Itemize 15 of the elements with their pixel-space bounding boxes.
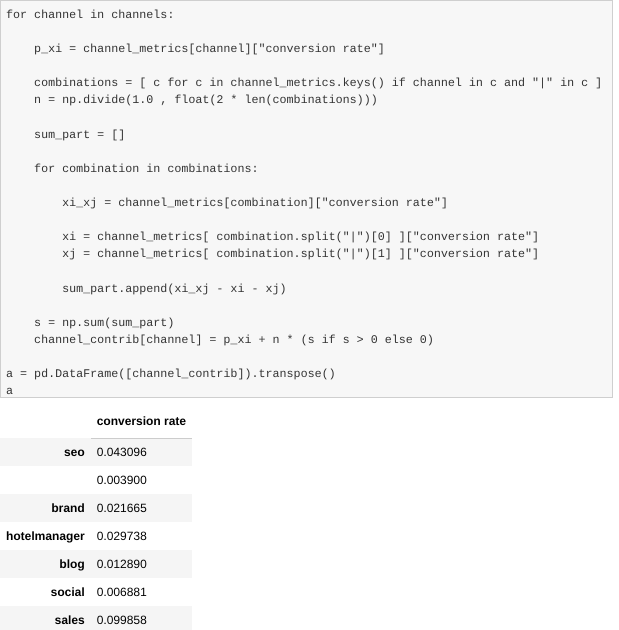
value-cell: 0.021665 [90, 494, 192, 522]
row-header: hotelmanager [0, 522, 91, 550]
value-cell: 0.099858 [90, 606, 192, 630]
value-cell: 0.012890 [90, 550, 192, 578]
value-cell: 0.006881 [90, 578, 192, 606]
row-header: seo [0, 438, 91, 466]
value-cell: 0.043096 [90, 438, 192, 466]
row-header: blog [0, 550, 91, 578]
row-header: social [0, 578, 91, 606]
value-cell: 0.003900 [90, 466, 192, 494]
column-header: conversion rate [90, 404, 192, 438]
code-block: for channel in channels: p_xi = channel_metrics[channel]["conversion rate"] combinations = [ c for c in channel_metrics.keys() if channel in c and "|" in c ] n = np.divide(1.0 , float(2 * len(combinations))) sum_part = [] for combination in combinations: xi_xj = channel_metrics[combination]["conversion rate"] xi = channel_metrics[ combination.split("|")[0] ]["conversion rate"] xj = channel_metrics[ combination.split("|")[1] ]["conversion rate"] sum_part.append(xi_xj - xi - xj) s = np.sum(sum_part) channel_contrib[channel] = p_xi + n * (s if s > 0 else 0) a = pd.DataFrame([channel_contrib]).transpose() a [0, 0, 613, 398]
row-header: brand [0, 494, 91, 522]
value-cell: 0.029738 [90, 522, 192, 550]
row-header: sales [0, 606, 91, 630]
